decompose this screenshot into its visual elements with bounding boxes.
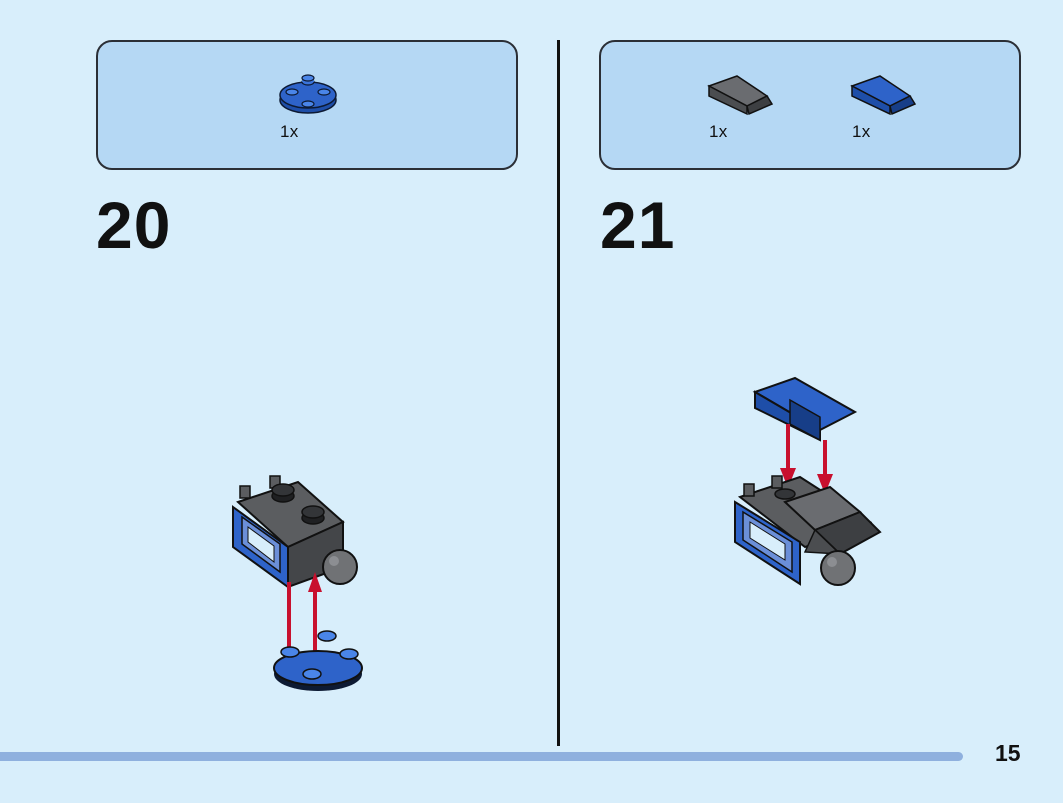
step-number: 21 <box>600 188 676 262</box>
step-21-assembly-illustration <box>734 376 882 586</box>
grey-wedge-part-icon <box>707 75 774 116</box>
blue-wedge-part-icon <box>850 75 917 116</box>
part-quantity: 1x <box>280 122 299 141</box>
parts-list-step-21: 1x 1x <box>599 40 1021 170</box>
progress-bar <box>0 752 963 761</box>
step-20-assembly-illustration <box>232 475 363 691</box>
part-quantity: 1x <box>709 122 728 141</box>
part-quantity: 1x <box>852 122 871 141</box>
step-number: 20 <box>96 188 172 262</box>
blue-round-plate-part-icon <box>279 74 337 114</box>
parts-list-step-20: 1x <box>96 40 518 170</box>
page-number: 15 <box>995 740 1021 766</box>
step-divider <box>557 40 560 746</box>
